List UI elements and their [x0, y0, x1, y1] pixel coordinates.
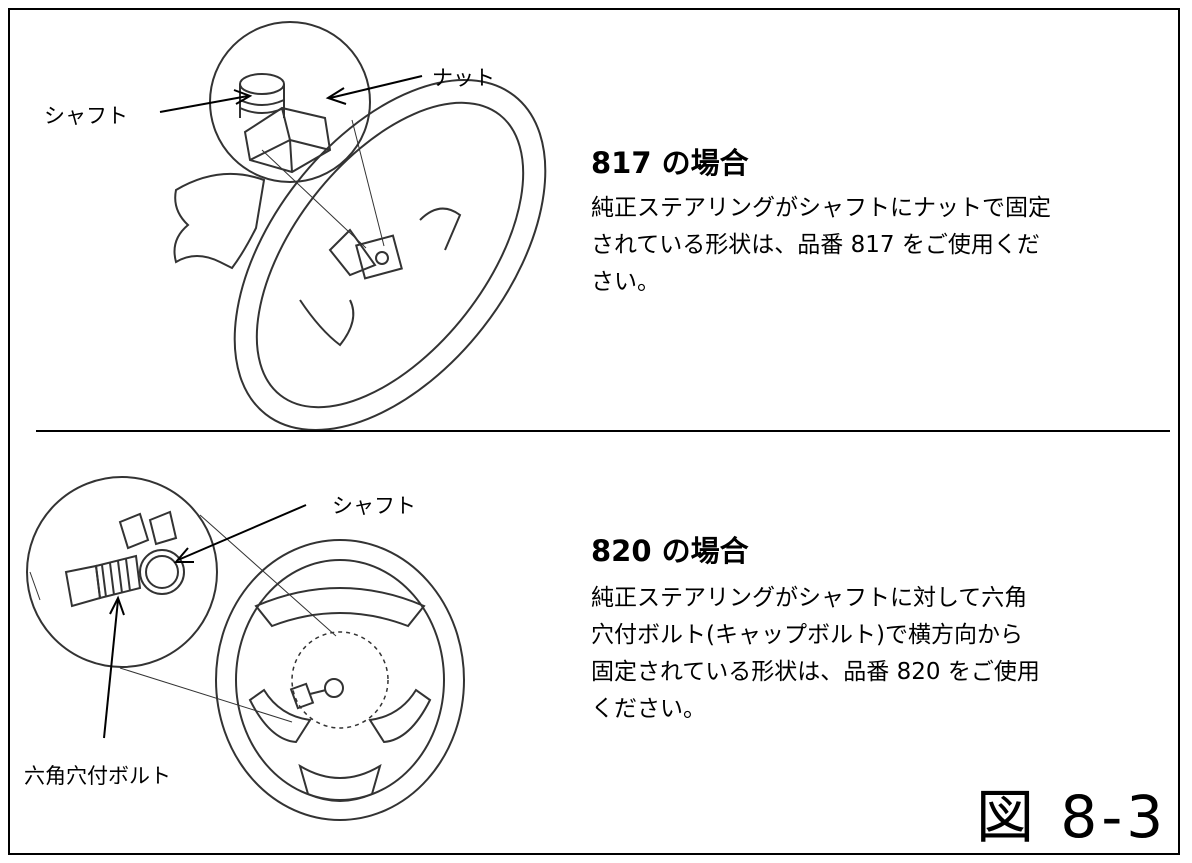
description-817-line: されている形状は、品番 817 をご使用くだ — [591, 232, 1040, 258]
description-820-line: 穴付ボルト(キャップボルト)で横方向から — [591, 622, 1023, 648]
callout-shaft-817: シャフト — [44, 104, 128, 128]
description-820-line: ください。 — [591, 696, 706, 722]
figure-label: 図 8-3 — [976, 783, 1168, 851]
section-divider — [36, 430, 1170, 432]
description-817-line: 純正ステアリングがシャフトにナットで固定 — [591, 195, 1051, 221]
description-817: 純正ステアリングがシャフトにナットで固定 されている形状は、品番 817 をご使… — [591, 190, 1051, 301]
callout-nut-817: ナット — [432, 66, 495, 90]
description-820-line: 固定されている形状は、品番 820 をご使用 — [591, 659, 1040, 685]
callout-bolt-820: 六角穴付ボルト — [24, 764, 171, 788]
heading-820: 820 の場合 — [591, 534, 749, 568]
description-820-line: 純正ステアリングがシャフトに対して六角 — [591, 585, 1028, 611]
callout-shaft-820: シャフト — [332, 494, 416, 518]
description-817-line: さい。 — [591, 269, 660, 295]
description-820: 純正ステアリングがシャフトに対して六角 穴付ボルト(キャップボルト)で横方向から… — [591, 580, 1040, 728]
heading-817: 817 の場合 — [591, 146, 749, 180]
figure-frame — [8, 8, 1180, 855]
